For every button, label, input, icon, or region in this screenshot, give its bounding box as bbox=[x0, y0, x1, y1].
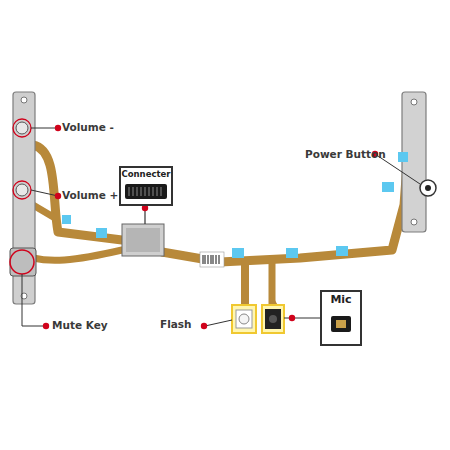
part-label: Mute Key bbox=[52, 319, 108, 332]
part-label: Volume + bbox=[62, 189, 118, 202]
part-title: Mic bbox=[322, 292, 360, 306]
part-title: Connecter bbox=[121, 168, 171, 179]
part-label: Flash bbox=[160, 318, 192, 331]
part-label: Volume - bbox=[62, 121, 114, 134]
callout-box: Mic bbox=[320, 290, 362, 346]
part-label: Power Button bbox=[305, 148, 386, 161]
callout-box: Connecter bbox=[119, 166, 173, 206]
